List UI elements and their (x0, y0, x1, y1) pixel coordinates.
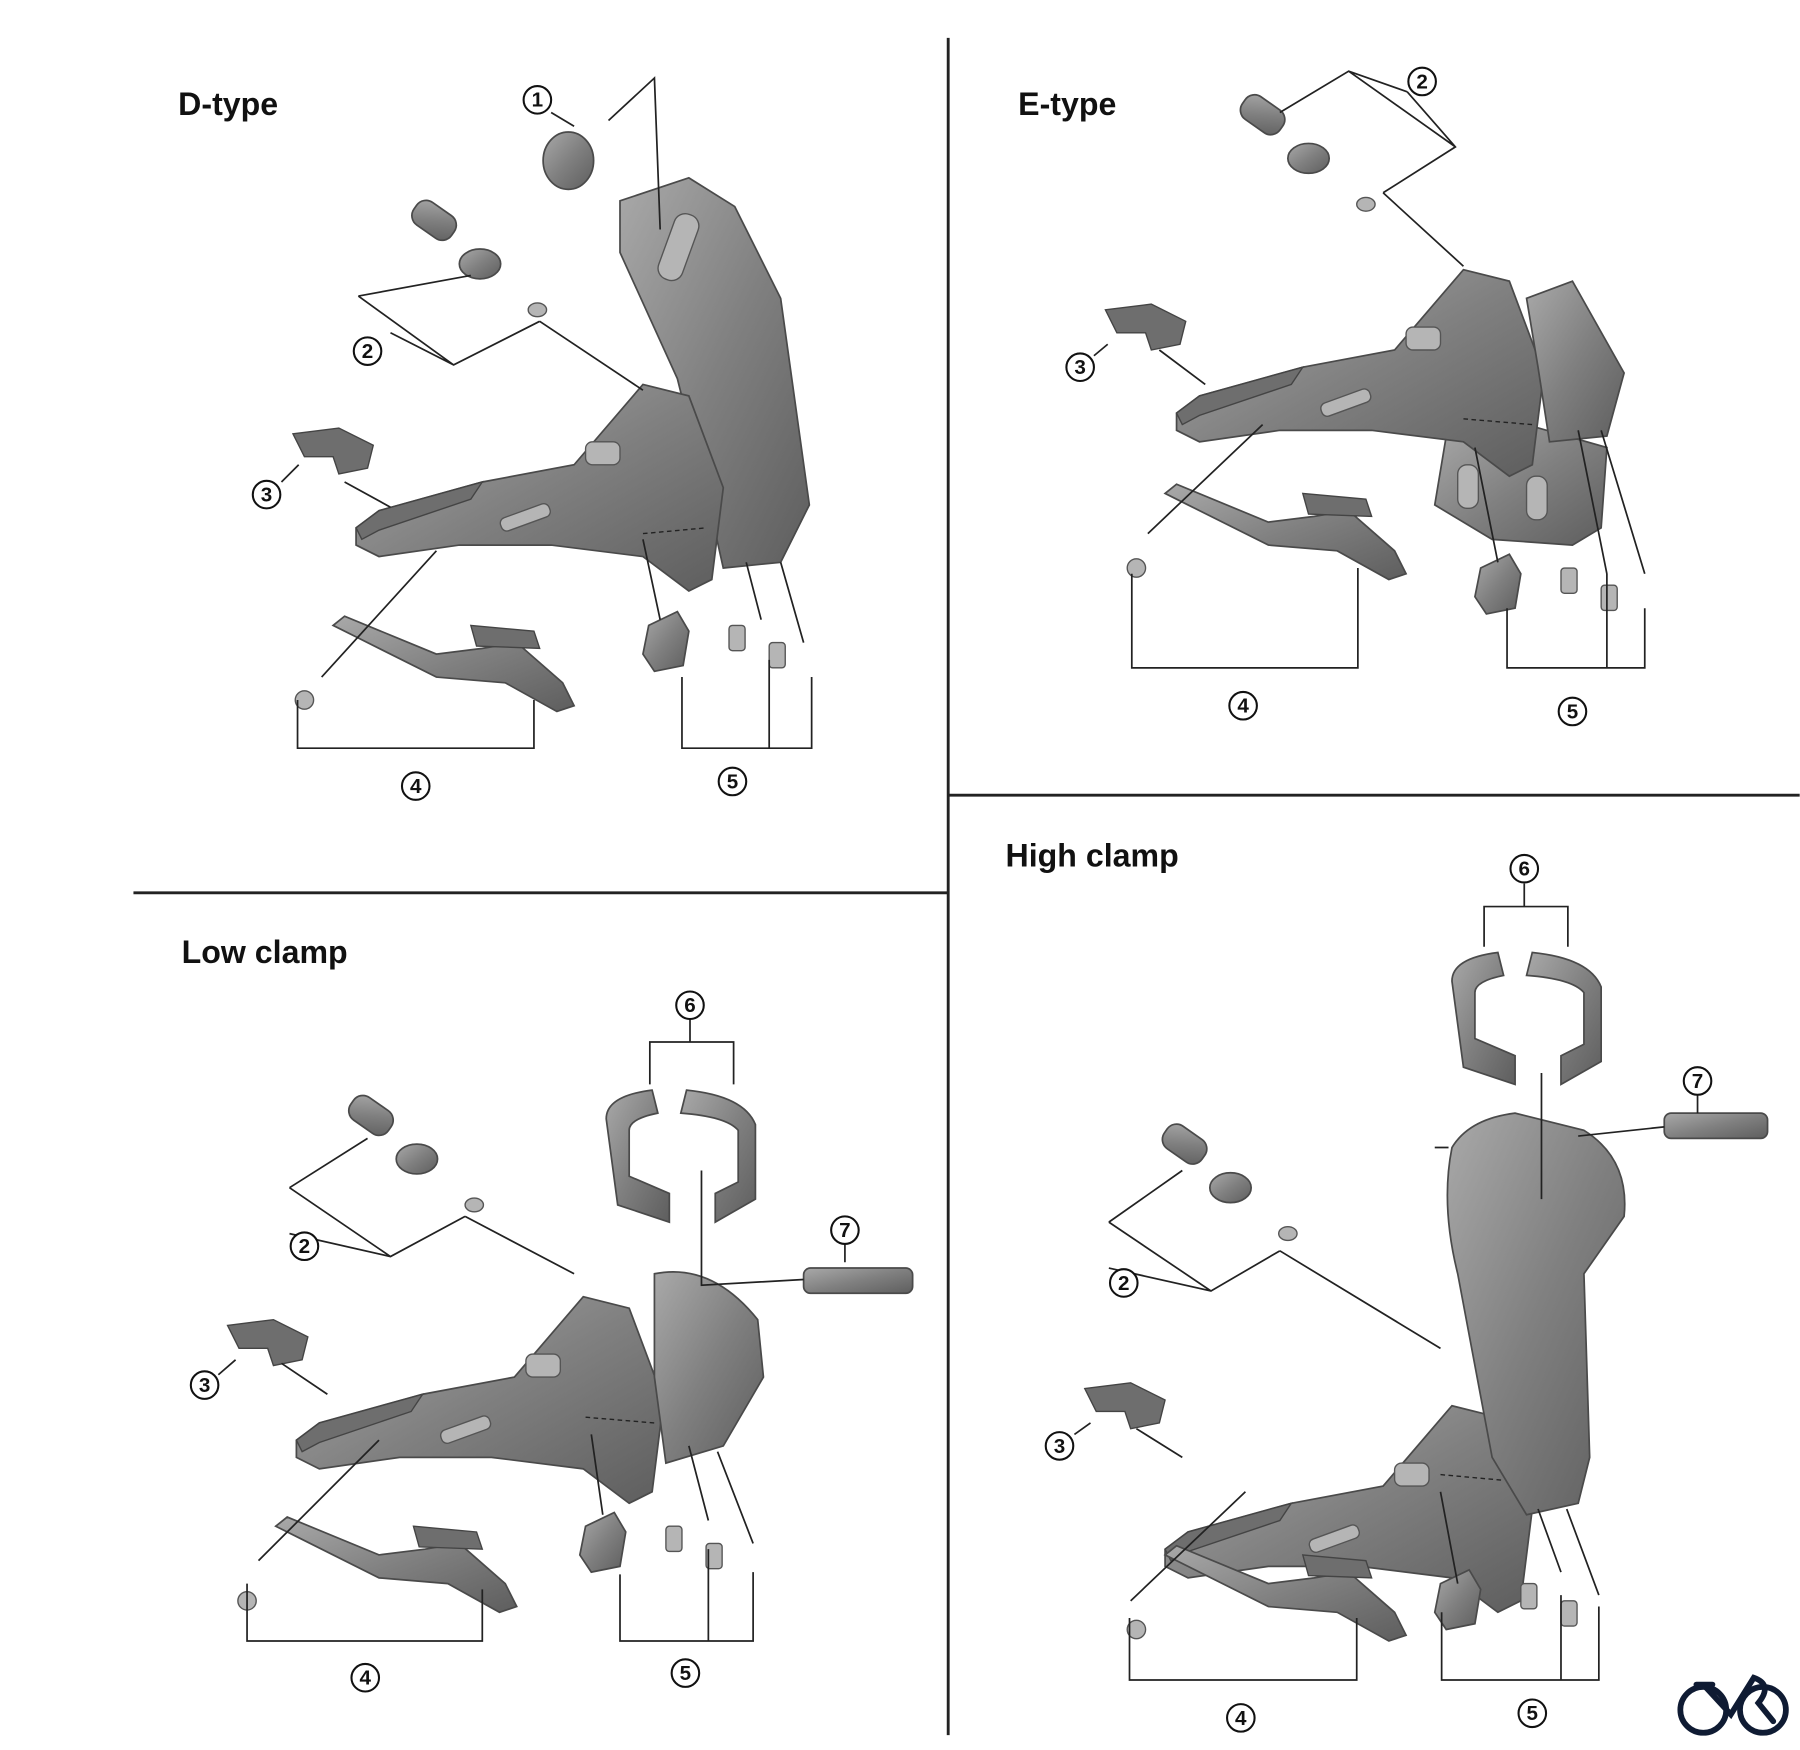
panel-e-type: E-type 2 3 4 5 (1018, 66, 1646, 727)
svg-text:6: 6 (1519, 858, 1530, 881)
svg-text:6: 6 (684, 994, 695, 1017)
callout-3: 3 (189, 1370, 220, 1400)
callout-7: 7 (1682, 1066, 1713, 1096)
high-clamp-band (1446, 1112, 1626, 1516)
svg-text:3: 3 (1054, 1435, 1065, 1458)
callout-3: 3 (1065, 352, 1095, 383)
svg-text:4: 4 (1235, 1707, 1247, 1730)
panel-title: Low clamp (182, 934, 348, 970)
svg-text:4: 4 (360, 1667, 372, 1690)
svg-text:2: 2 (362, 340, 373, 363)
svg-text:3: 3 (1074, 356, 1085, 379)
svg-text:5: 5 (680, 1662, 691, 1685)
callout-4: 4 (350, 1662, 381, 1693)
svg-text:4: 4 (1237, 695, 1249, 718)
svg-text:7: 7 (1692, 1070, 1703, 1093)
svg-text:2: 2 (1416, 70, 1427, 93)
svg-text:3: 3 (199, 1374, 210, 1397)
callout-5: 5 (1517, 1698, 1548, 1729)
callout-4: 4 (1226, 1703, 1256, 1733)
panel-title: E-type (1018, 86, 1116, 122)
callout-2: 2 (1108, 1268, 1139, 1298)
mount-bolt (542, 131, 595, 191)
svg-text:1: 1 (532, 89, 543, 112)
panel-high-clamp: High clamp 6 7 2 3 4 5 (1006, 837, 1769, 1733)
svg-text:5: 5 (1527, 1702, 1538, 1725)
svg-text:3: 3 (261, 483, 272, 506)
panel-title: D-type (178, 86, 278, 122)
clamp-bolt (1663, 1112, 1769, 1140)
callout-3: 3 (1044, 1431, 1075, 1461)
callout-2: 2 (352, 336, 383, 366)
callout-5: 5 (717, 766, 748, 797)
svg-text:2: 2 (299, 1235, 310, 1258)
svg-text:5: 5 (1567, 700, 1578, 723)
e-type-plate (1433, 423, 1608, 546)
callout-4: 4 (1228, 690, 1258, 721)
callout-5: 5 (670, 1658, 701, 1688)
panel-low-clamp: Low clamp 6 2 3 7 4 5 (182, 934, 914, 1693)
callout-5: 5 (1557, 696, 1588, 727)
callout-7: 7 (830, 1215, 860, 1245)
svg-text:5: 5 (727, 770, 738, 793)
callout-2: 2 (289, 1231, 320, 1262)
callout-3: 3 (251, 479, 282, 510)
callout-4: 4 (400, 771, 431, 801)
callout-1: 1 (522, 85, 553, 115)
panel-d-type: D-type 1 2 3 4 5 (178, 76, 813, 801)
callout-6: 6 (1509, 853, 1540, 884)
bicycle-logo-icon (1677, 1674, 1789, 1736)
callout-6: 6 (675, 990, 705, 1021)
svg-text:4: 4 (410, 775, 422, 798)
svg-text:2: 2 (1118, 1272, 1129, 1295)
svg-text:7: 7 (839, 1219, 850, 1242)
panel-title: High clamp (1006, 837, 1179, 873)
callout-2: 2 (1407, 66, 1437, 97)
clamp-bolt (802, 1267, 914, 1295)
